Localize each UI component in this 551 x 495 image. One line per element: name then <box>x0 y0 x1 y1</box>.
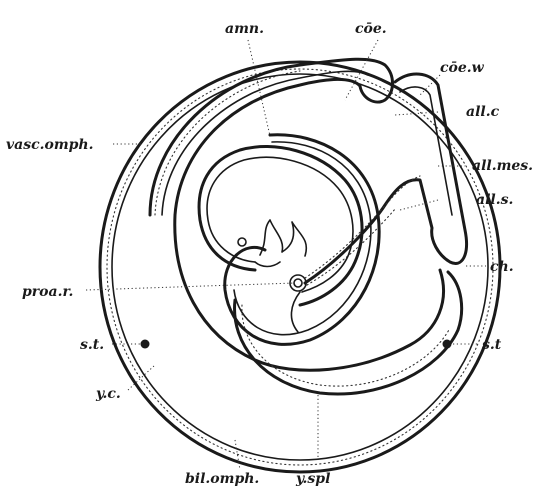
sinus-terminalis-left <box>141 340 150 349</box>
label-y-spl: y.spl <box>295 471 330 487</box>
label-coe: cōe. <box>355 21 387 37</box>
label-vasc-omph: vasc.omph. <box>6 137 93 153</box>
label-all-mes: all.mes. <box>472 158 533 174</box>
coelom-band <box>150 59 443 370</box>
label-all-s: all.s. <box>476 192 513 208</box>
label-amn: amn. <box>225 21 264 37</box>
outer-wall <box>100 62 500 472</box>
label-st-left: s.t. <box>80 337 104 353</box>
label-ch: ch. <box>490 259 514 275</box>
leader-lines <box>86 40 486 470</box>
label-bil-omph: bil.omph. <box>185 471 259 487</box>
label-y-c: y.c. <box>95 386 121 402</box>
label-proa-r: proa.r. <box>22 284 73 300</box>
label-coe-w: cōe.w <box>440 60 485 76</box>
label-st-right: s.t <box>482 337 502 353</box>
label-all-c: all.c <box>466 104 500 120</box>
sinus-terminalis-right <box>443 340 452 349</box>
